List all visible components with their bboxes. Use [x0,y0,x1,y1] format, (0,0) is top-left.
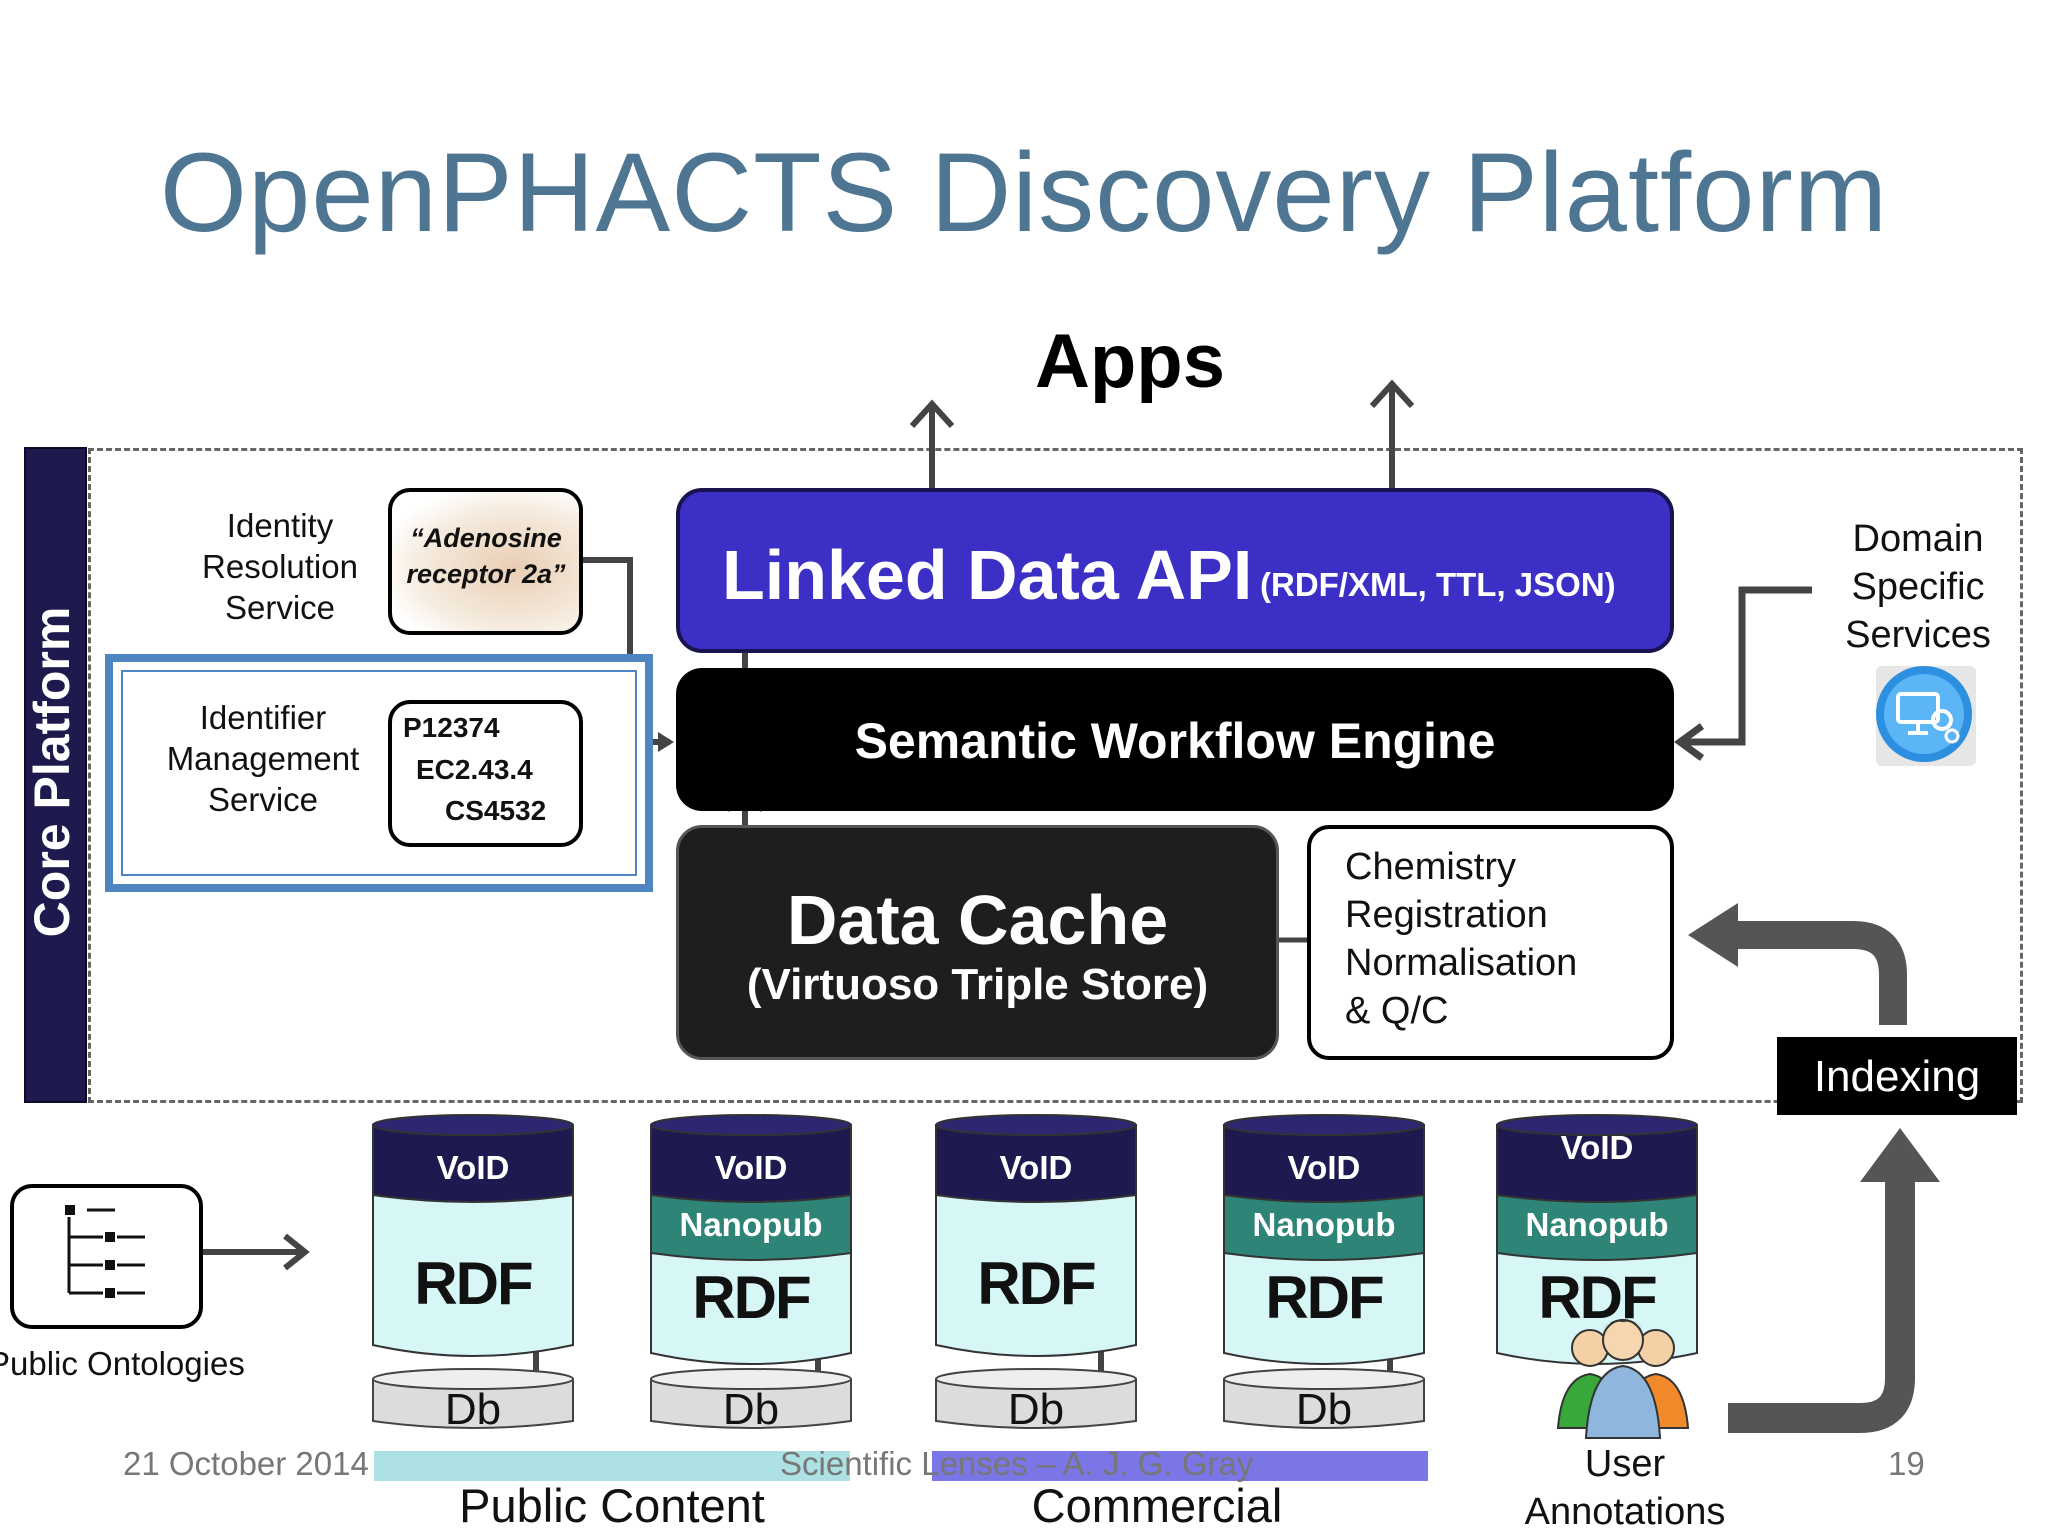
label-line: Registration [1345,894,1548,936]
page-number: 19 [1888,1445,1925,1482]
footer-date: 21 October 2014 [123,1445,369,1482]
label-line: Identity [226,507,334,544]
nanopub-label: Nanopub [1525,1206,1669,1243]
computer-gear-icon [1876,666,1976,766]
identifier-2: EC2.43.4 [416,754,533,785]
semantic-workflow-engine-box [676,668,1674,811]
commercial-label: Commercial [1031,1479,1283,1532]
rdf-label: RDF [1538,1264,1657,1331]
ontologies-arrow [203,1233,310,1271]
user-annotations-label: User Annotations [1495,1440,1755,1536]
label-line: Services [1845,614,1991,656]
db-label: Db [444,1385,502,1434]
example-line: “Adenosine [410,523,562,553]
nanopub-label: Nanopub [1252,1206,1396,1243]
label-line: Identifier [199,699,327,736]
identity-resolution-label: Identity Resolution Service [180,505,380,628]
example-line: receptor 2a” [406,559,566,589]
linked-data-api-box [676,488,1674,653]
ontology-box [10,1184,203,1329]
db-label: Db [1295,1385,1353,1434]
data-cache-box [676,825,1279,1060]
label-line: Resolution [202,548,358,585]
identifiers-box [388,700,583,847]
data-source-cylinder [935,1114,1137,1429]
indexing-label: Indexing [1813,1052,1981,1101]
rdf-label: RDF [1265,1264,1384,1331]
label-line: Normalisation [1345,942,1578,984]
label-line: Management [166,740,360,777]
db-label: Db [722,1385,780,1434]
indexing-to-chemistry-arrow [1688,903,1907,1025]
data-source-cylinder [372,1114,574,1429]
data-source-cylinder [1496,1114,1698,1365]
linked-data-api-title: Linked Data API [722,536,1253,614]
void-label: VoID [436,1149,510,1186]
identifier-management-label: Identifier Management Service [158,697,368,820]
domain-services-connector [1674,586,1812,761]
db-label: Db [1007,1385,1065,1434]
commercial-bar [932,1451,1428,1481]
linked-data-api-formats: (RDF/XML, TTL, JSON) [1260,566,1616,603]
label-line: Annotations [1524,1491,1726,1533]
indexing-box [1777,1037,2017,1115]
identifier-management-inner [121,670,637,876]
label-line: Domain [1852,518,1984,560]
data-source-cylinder [650,1114,852,1429]
void-label: VoID [999,1149,1073,1186]
void-label: VoID [1287,1149,1361,1186]
void-label: VoID [714,1149,788,1186]
semantic-workflow-engine-label: Semantic Workflow Engine [854,713,1496,769]
rdf-label: RDF [414,1250,533,1317]
rdf-label: RDF [692,1264,811,1331]
public-content-bar [374,1451,850,1481]
fingerprint-box [388,488,583,635]
label-line: Service [207,781,319,818]
identifier-3: CS4532 [445,795,547,826]
data-cache-title: Data Cache [786,881,1169,959]
ontology-tree-icon [65,1205,145,1298]
users-icon [1556,1319,1690,1439]
rdf-label: RDF [977,1250,1096,1317]
label-line: & Q/C [1345,990,1449,1032]
label-line: Specific [1851,566,1985,608]
data-source-cylinder [1223,1114,1425,1429]
public-ontologies-label: Public Ontologies [0,1345,245,1382]
slide-title: OpenPHACTS Discovery Platform [159,130,1889,255]
label-line: Chemistry [1345,846,1517,888]
void-label: VoID [1560,1129,1634,1166]
label-line: Service [224,589,336,626]
label-line: User [1584,1443,1666,1485]
core-platform-frame [88,448,2023,1103]
chemistry-box [1307,825,1674,1060]
footer-author: Scientific Lenses – A. J. G. Gray [780,1445,1254,1482]
nanopub-label: Nanopub [679,1206,823,1243]
identity-example: “Adenosine receptor 2a” [392,520,580,592]
identifier-1: P12374 [403,712,500,743]
public-content-label: Public Content [459,1479,765,1532]
chemistry-label: Chemistry Registration Normalisation & Q… [1345,843,1577,1035]
core-platform-bar [24,447,87,1103]
domain-specific-services-label: Domain Specific Services [1818,515,2018,659]
data-cache-subtitle: (Virtuoso Triple Store) [746,960,1209,1009]
apps-label: Apps [1035,319,1225,404]
annotations-to-indexing-arrow [1728,1128,1940,1433]
